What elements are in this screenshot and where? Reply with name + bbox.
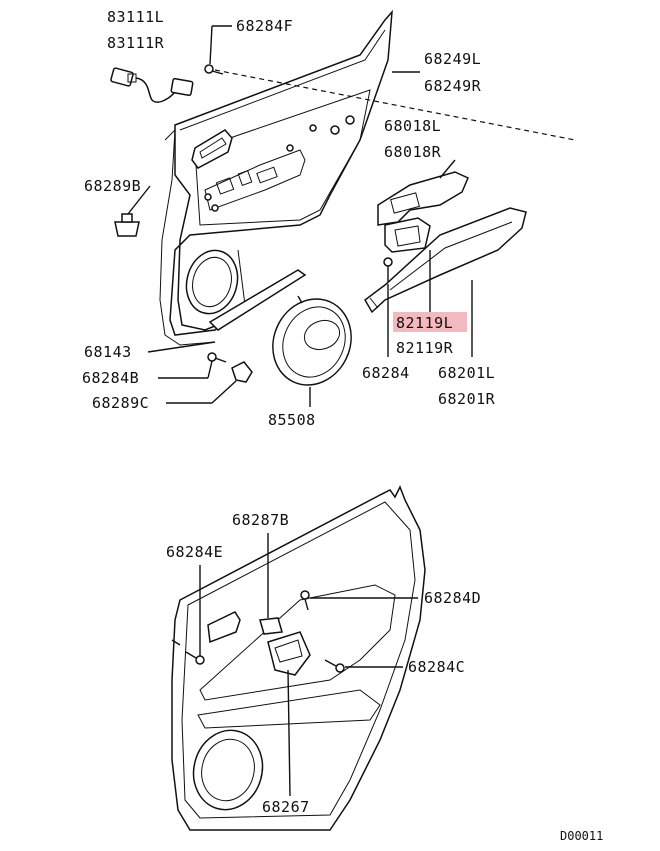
screw-68284c (324, 659, 345, 673)
label-68289c: 68289C (92, 394, 149, 412)
label-68284b: 68284B (82, 369, 139, 387)
label-68249l: 68249L (424, 50, 481, 68)
label-82119r: 82119R (396, 339, 454, 357)
door-trim-panel (159, 9, 393, 346)
label-68284: 68284 (362, 364, 410, 382)
label-68287b: 68287B (232, 511, 289, 529)
screw-68284e (185, 651, 205, 665)
label-68289b: 68289B (84, 177, 141, 195)
label-68201r: 68201R (438, 390, 496, 408)
label-68018r: 68018R (384, 143, 442, 161)
leader-lines-bottom (199, 533, 418, 797)
label-68284f: 68284F (236, 17, 293, 35)
wiring-harness (110, 67, 194, 103)
label-68284d: 68284D (424, 589, 481, 607)
label-68284c: 68284C (408, 658, 465, 676)
label-85508: 85508 (268, 411, 316, 429)
screw-68284 (383, 257, 393, 282)
clip-68287b (259, 617, 283, 635)
screw-68284d (300, 590, 310, 611)
label-83111l: 83111L (107, 8, 164, 26)
window-switch-82119 (384, 217, 431, 253)
clip-68289b (114, 213, 140, 237)
leader-lines-top (127, 25, 473, 407)
label-68018l: 68018L (384, 117, 441, 135)
part-highlight (393, 312, 467, 332)
label-83111r: 83111R (107, 34, 165, 52)
label-68143: 68143 (84, 343, 132, 361)
switch-panel-68018 (377, 171, 469, 226)
bottom-door-trim-assembly: 68287B 68284E 68284D 68284C 68267 (166, 485, 481, 831)
weatherstrip-68143 (208, 269, 307, 331)
screw-68284b (207, 352, 227, 363)
label-82119l: 82119L (396, 314, 453, 332)
handle-bracket-68267 (267, 631, 311, 676)
screw-68284f (204, 64, 224, 75)
label-68201l: 68201L (438, 364, 495, 382)
label-68249r: 68249R (424, 77, 482, 95)
speaker-grille-85508 (272, 295, 352, 386)
diagram-id: D00011 (560, 829, 603, 843)
label-68267: 68267 (262, 798, 310, 816)
dashed-alignment-line (214, 69, 576, 141)
clip-68289c (231, 361, 253, 383)
top-door-trim-assembly: 83111L 83111R 68284F 68249L 68249R 68018… (82, 8, 576, 429)
label-68284e: 68284E (166, 543, 223, 561)
armrest-68201 (364, 207, 527, 314)
